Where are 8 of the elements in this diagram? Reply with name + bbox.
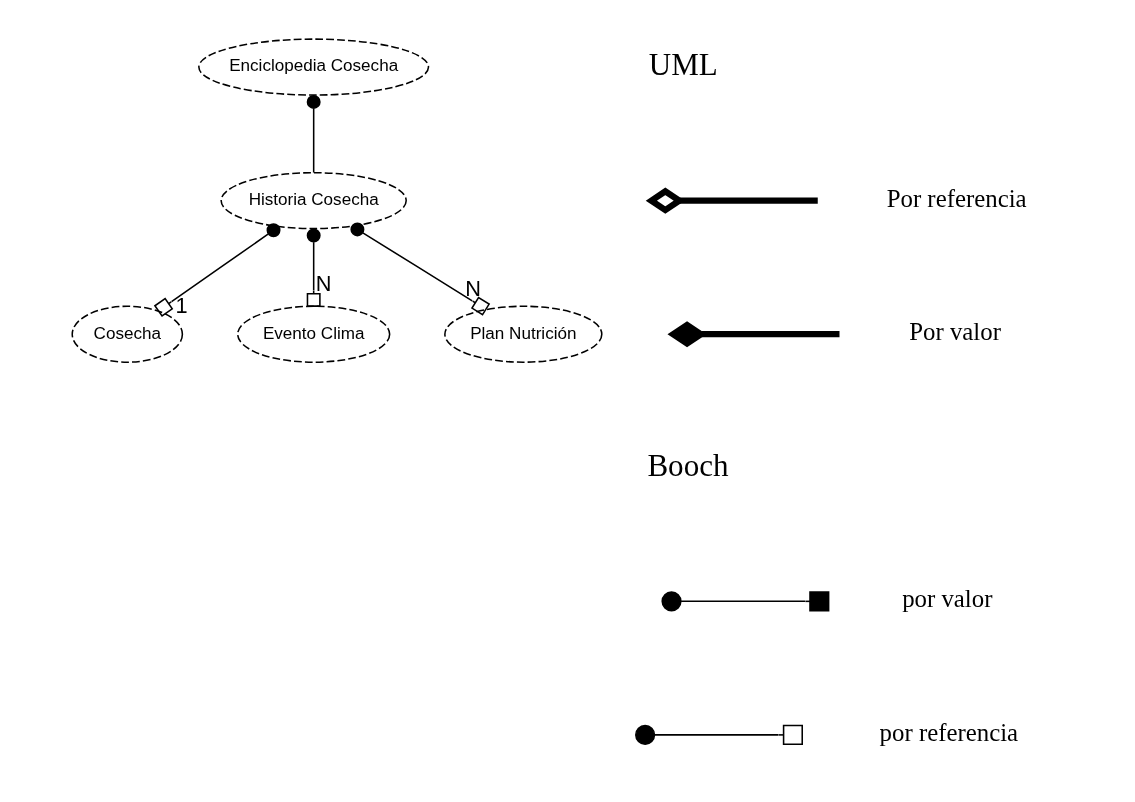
legend-label: Por valor: [908, 318, 1001, 346]
legend-label: por referencia: [879, 718, 1018, 746]
edge-label: N: [315, 270, 331, 296]
label: Booch: [646, 447, 728, 483]
label: UML: [648, 46, 718, 82]
legend-label: por valor: [901, 585, 992, 613]
edge-label: N: [464, 275, 481, 301]
legend-label: Por referencia: [886, 184, 1027, 212]
